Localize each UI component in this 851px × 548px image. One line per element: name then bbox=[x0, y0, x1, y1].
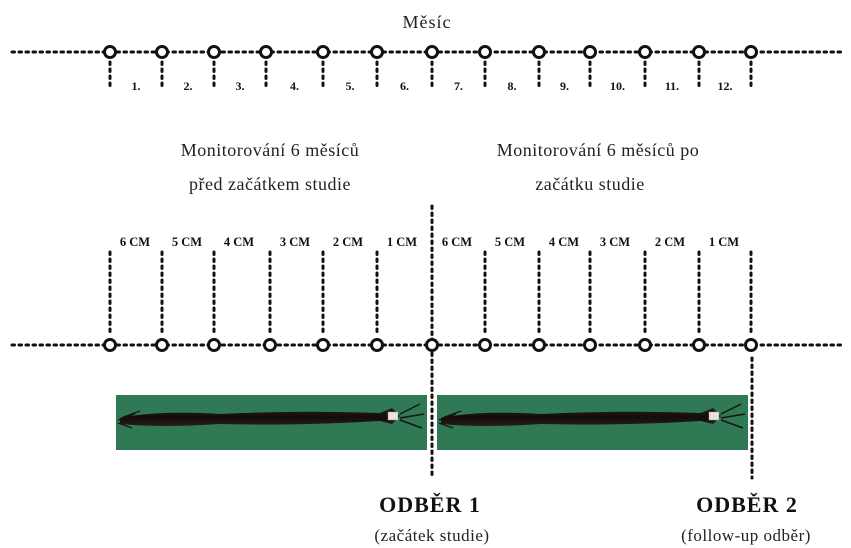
cm-label: 3 CM bbox=[600, 235, 630, 249]
cm-segments: 6 CM 5 CM 4 CM 3 CM 2 CM 1 CM 6 CM 5 CM 4 CM 3 CM… bbox=[108, 235, 753, 337]
top-node bbox=[478, 45, 492, 59]
bottom-node bbox=[103, 338, 117, 352]
cm-label: 1 CM bbox=[387, 235, 417, 249]
top-node bbox=[316, 45, 330, 59]
cm-label: 2 CM bbox=[655, 235, 685, 249]
top-node bbox=[155, 45, 169, 59]
bottom-node bbox=[155, 338, 169, 352]
top-node bbox=[744, 45, 758, 59]
sample1-sublabel: (začátek studie) bbox=[374, 526, 489, 545]
bottom-node bbox=[263, 338, 277, 352]
bottom-timeline-marks bbox=[103, 338, 758, 352]
month-label: 8. bbox=[508, 79, 517, 93]
top-node bbox=[583, 45, 597, 59]
top-node bbox=[692, 45, 706, 59]
top-node bbox=[259, 45, 273, 59]
top-node bbox=[207, 45, 221, 59]
bottom-node bbox=[744, 338, 758, 352]
month-label: 2. bbox=[184, 79, 193, 93]
month-label: 6. bbox=[400, 79, 409, 93]
sample2-sublabel: (follow-up odběr) bbox=[681, 526, 811, 545]
bottom-node bbox=[532, 338, 546, 352]
period-before-line1: Monitorování 6 měsíců bbox=[181, 140, 359, 160]
month-label: 1. bbox=[132, 79, 141, 93]
cm-label: 6 CM bbox=[120, 235, 150, 249]
top-node bbox=[370, 45, 384, 59]
bottom-node bbox=[207, 338, 221, 352]
cm-label: 1 CM bbox=[709, 235, 739, 249]
top-node bbox=[103, 45, 117, 59]
bottom-node bbox=[638, 338, 652, 352]
month-label: 3. bbox=[236, 79, 245, 93]
cm-label: 3 CM bbox=[280, 235, 310, 249]
month-label: 7. bbox=[454, 79, 463, 93]
top-node bbox=[638, 45, 652, 59]
top-node bbox=[425, 45, 439, 59]
sample2-label: ODBĚR 2 bbox=[696, 492, 798, 517]
bottom-node bbox=[425, 338, 439, 352]
cm-label: 2 CM bbox=[333, 235, 363, 249]
cm-label: 4 CM bbox=[549, 235, 579, 249]
top-node bbox=[532, 45, 546, 59]
bottom-node bbox=[583, 338, 597, 352]
hair-photo-2 bbox=[437, 395, 748, 450]
bottom-node bbox=[316, 338, 330, 352]
sample1-label: ODBĚR 1 bbox=[379, 492, 481, 517]
month-axis-title: Měsíc bbox=[403, 12, 452, 32]
month-label: 11. bbox=[665, 79, 679, 93]
cm-label: 5 CM bbox=[172, 235, 202, 249]
month-label: 12. bbox=[718, 79, 733, 93]
bottom-node bbox=[692, 338, 706, 352]
month-label: 10. bbox=[610, 79, 625, 93]
month-label: 4. bbox=[290, 79, 299, 93]
month-label: 9. bbox=[560, 79, 569, 93]
cm-label: 6 CM bbox=[442, 235, 472, 249]
hair-photo-1 bbox=[116, 395, 427, 450]
period-before-line2: před začátkem studie bbox=[189, 174, 351, 194]
bottom-node bbox=[370, 338, 384, 352]
cm-label: 4 CM bbox=[224, 235, 254, 249]
month-label: 5. bbox=[346, 79, 355, 93]
cm-label: 5 CM bbox=[495, 235, 525, 249]
bottom-node bbox=[478, 338, 492, 352]
period-after-line1: Monitorování 6 měsíců po bbox=[497, 140, 699, 160]
period-after-line2: začátku studie bbox=[535, 174, 644, 194]
top-timeline-marks: 1. 2. 3. 4. 5. 6. 7. 8. 9. 10. 11. 12. bbox=[103, 45, 758, 93]
